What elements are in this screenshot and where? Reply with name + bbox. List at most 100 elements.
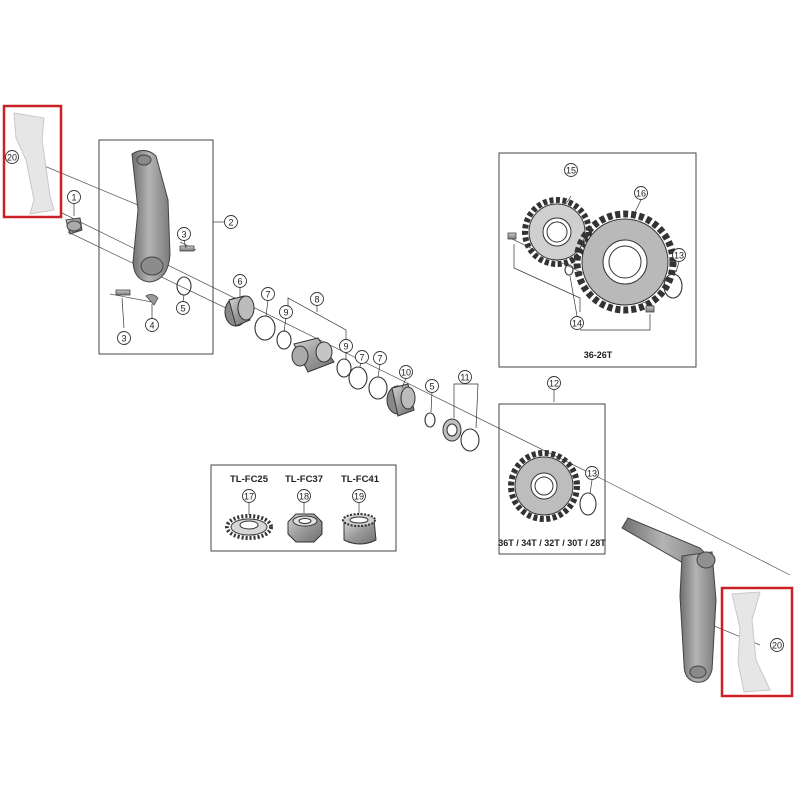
callout-c13b: 13 bbox=[585, 466, 599, 480]
callout-number: 15 bbox=[566, 166, 576, 176]
callout-circle bbox=[279, 305, 293, 319]
callout-circle bbox=[570, 316, 584, 330]
callout-number: 4 bbox=[149, 321, 154, 331]
callout-circle bbox=[233, 274, 247, 288]
callout-circle bbox=[458, 370, 472, 384]
callout-number: 5 bbox=[429, 382, 434, 392]
callout-circle bbox=[585, 466, 599, 480]
callout-circle bbox=[5, 150, 19, 164]
callout-c5a: 5 bbox=[176, 301, 190, 315]
bb-o-ring-5 bbox=[424, 412, 436, 428]
callout-circle bbox=[352, 489, 366, 503]
chainring-12 bbox=[508, 450, 580, 522]
callout-circle bbox=[297, 489, 311, 503]
chainring-spacer-14 bbox=[564, 264, 574, 276]
pinch-bolt-upper bbox=[179, 245, 195, 252]
callout-number: 20 bbox=[7, 153, 17, 163]
lower-chainring-group bbox=[498, 403, 606, 555]
callout-c3b: 3 bbox=[117, 331, 131, 345]
callout-c11: 11 bbox=[458, 370, 472, 384]
bb-cup-right bbox=[386, 383, 416, 417]
callout-circle bbox=[672, 248, 686, 262]
left-crank-pedal-boss bbox=[136, 154, 152, 166]
callout-circle bbox=[373, 351, 387, 365]
right-crank-arm bbox=[621, 517, 717, 683]
callout-circle bbox=[177, 227, 191, 241]
callout-number: 3 bbox=[181, 230, 186, 240]
callout-c12: 12 bbox=[547, 376, 561, 390]
callout-c17: 17 bbox=[242, 489, 256, 503]
callout-number: 18 bbox=[299, 492, 309, 502]
bb-ring-7b bbox=[348, 366, 368, 390]
callout-number: 20 bbox=[772, 641, 782, 651]
callout-circle bbox=[242, 489, 256, 503]
callout-circle bbox=[399, 365, 413, 379]
bb-spacer-9b bbox=[336, 358, 352, 378]
tool-tl-fc37 bbox=[287, 513, 323, 543]
tool-tl-fc25 bbox=[225, 514, 273, 540]
callout-circle bbox=[355, 350, 369, 364]
callout-number: 8 bbox=[314, 295, 319, 305]
callout-c4: 4 bbox=[145, 318, 159, 332]
callout-c1: 1 bbox=[67, 190, 81, 204]
callout-circle bbox=[425, 379, 439, 393]
tool-tl-fc41 bbox=[342, 513, 377, 545]
callout-c20b: 20 bbox=[770, 638, 784, 652]
left-crank-group bbox=[98, 139, 224, 355]
callout-number: 1 bbox=[71, 193, 76, 203]
upper-chainring-caption: 36-26T bbox=[584, 350, 613, 360]
callout-c2: 2 bbox=[224, 215, 238, 229]
callout-number: 7 bbox=[377, 354, 382, 364]
bb-spacer-9a bbox=[276, 330, 292, 350]
callout-circle bbox=[339, 339, 353, 353]
callout-c5b: 5 bbox=[425, 379, 439, 393]
left-crank-arm bbox=[131, 150, 171, 283]
callout-circle bbox=[310, 292, 324, 306]
callout-c6: 6 bbox=[233, 274, 247, 288]
pinch-bolt-lower bbox=[115, 289, 131, 296]
callout-circle bbox=[564, 163, 578, 177]
callout-circle bbox=[145, 318, 159, 332]
chainring-o-ring-13b bbox=[579, 492, 597, 516]
callout-c7b: 7 bbox=[355, 350, 369, 364]
callout-circle bbox=[634, 186, 648, 200]
callout-c13a: 13 bbox=[672, 248, 686, 262]
crank-arm-fixing-bolt bbox=[65, 217, 83, 235]
left-crank-spindle-boss bbox=[140, 256, 164, 276]
callout-number: 13 bbox=[587, 469, 597, 479]
callout-c9a: 9 bbox=[279, 305, 293, 319]
callout-circle bbox=[547, 376, 561, 390]
bb-sleeve bbox=[291, 337, 335, 373]
callout-number: 9 bbox=[283, 308, 288, 318]
bb-ring-7a bbox=[254, 315, 276, 341]
callout-c16: 16 bbox=[634, 186, 648, 200]
callout-circle bbox=[176, 301, 190, 315]
chainring-15 bbox=[522, 197, 592, 267]
callout-number: 19 bbox=[354, 492, 364, 502]
callout-circle bbox=[261, 287, 275, 301]
callout-c3a: 3 bbox=[177, 227, 191, 241]
callout-c8: 8 bbox=[310, 292, 324, 306]
callout-number: 14 bbox=[572, 319, 582, 329]
tool-label-2: TL-FC37 bbox=[285, 474, 323, 485]
callout-number: 13 bbox=[674, 251, 684, 261]
callout-c20a: 20 bbox=[5, 150, 19, 164]
tool-label-1: TL-FC25 bbox=[230, 474, 269, 485]
chainring-o-ring-13 bbox=[663, 273, 683, 299]
tools-group: TL-FC25 TL-FC37 TL-FC41 bbox=[210, 464, 397, 552]
bottom-bracket-parts bbox=[224, 295, 480, 452]
adapter-set-11 bbox=[442, 418, 480, 452]
chainring-bolt-left bbox=[507, 232, 517, 240]
callout-number: 3 bbox=[121, 334, 126, 344]
lower-chainring-caption: 36T / 34T / 32T / 30T / 28T bbox=[498, 538, 606, 548]
upper-chainring-group bbox=[498, 152, 697, 368]
callout-c10: 10 bbox=[399, 365, 413, 379]
callout-number: 9 bbox=[343, 342, 348, 352]
callout-number: 12 bbox=[549, 379, 559, 389]
callout-number: 11 bbox=[460, 373, 469, 383]
callout-circle bbox=[67, 190, 81, 204]
bb-cup-left bbox=[224, 295, 255, 327]
callout-c19: 19 bbox=[352, 489, 366, 503]
